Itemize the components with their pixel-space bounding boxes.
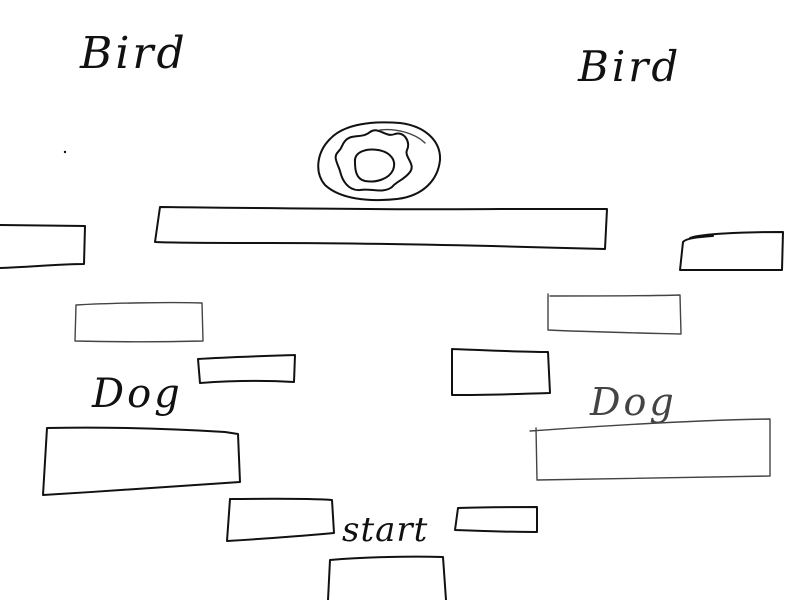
- platform-bottom-right: [454, 506, 538, 533]
- platform-left-small: [197, 354, 296, 384]
- egg-icon: [317, 121, 442, 202]
- stray-dot: [63, 150, 67, 154]
- platform-left-low: [42, 426, 241, 496]
- platform-right-mid: [547, 293, 682, 335]
- platform-right-small: [451, 348, 551, 396]
- start-box: [327, 555, 447, 601]
- platform-right-upper: [679, 231, 784, 271]
- platform-left-mid: [74, 301, 204, 343]
- platform-left-upper: [0, 224, 86, 269]
- platform-bottom-left: [226, 497, 335, 542]
- platform-right-low: [529, 418, 771, 481]
- platform-top-long: [154, 206, 608, 250]
